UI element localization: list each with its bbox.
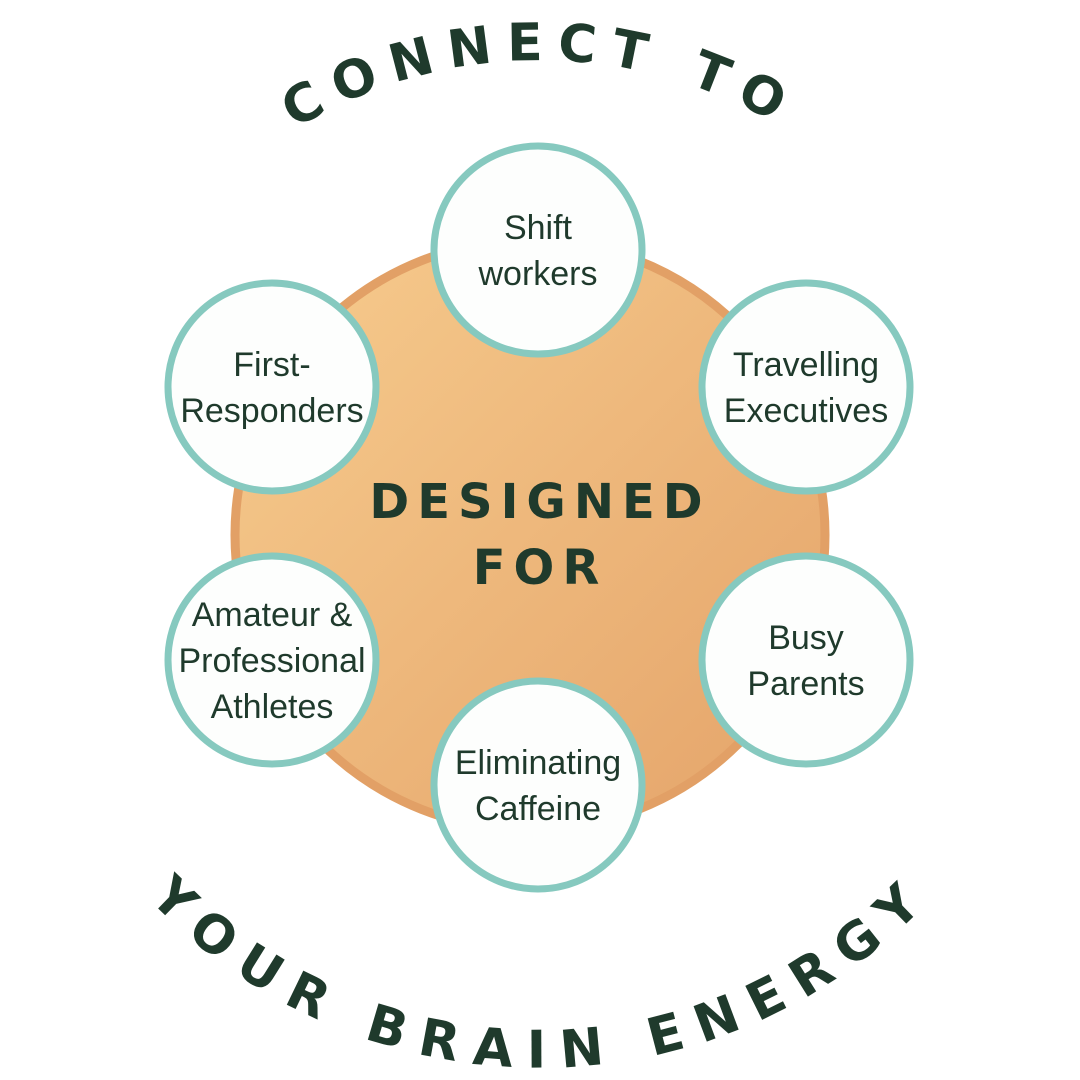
node-label-line: Shift — [504, 209, 573, 247]
center-title-line2: FOR — [473, 540, 608, 596]
node-circle — [698, 552, 914, 768]
top-arc-text: CONNECT TO — [272, 13, 808, 140]
node-label-line: Amateur & — [192, 596, 353, 634]
node-label-line: Eliminating — [455, 744, 621, 782]
node-label-line: Executives — [724, 392, 888, 430]
node-label-line: workers — [477, 255, 597, 293]
node-label-line: Caffeine — [475, 790, 601, 828]
node-first-responders: First- Responders — [164, 279, 380, 495]
node-circle — [430, 142, 646, 358]
node-circle — [698, 279, 914, 495]
node-label-line: Responders — [180, 392, 363, 430]
node-label-line: Travelling — [733, 346, 879, 384]
node-label-line: Professional — [178, 642, 365, 680]
center-title-line1: DESIGNED — [369, 474, 710, 530]
node-shift-workers: Shift workers — [430, 142, 646, 358]
node-circle — [430, 677, 646, 893]
node-label-line: Athletes — [211, 688, 334, 726]
node-circle — [164, 279, 380, 495]
bottom-arc-text: YOUR BRAIN ENERGY — [138, 864, 941, 1080]
node-label-line: First- — [233, 346, 310, 384]
node-label-line: Busy — [768, 619, 844, 657]
node-label-line: Parents — [747, 665, 864, 703]
node-circle — [164, 552, 380, 768]
